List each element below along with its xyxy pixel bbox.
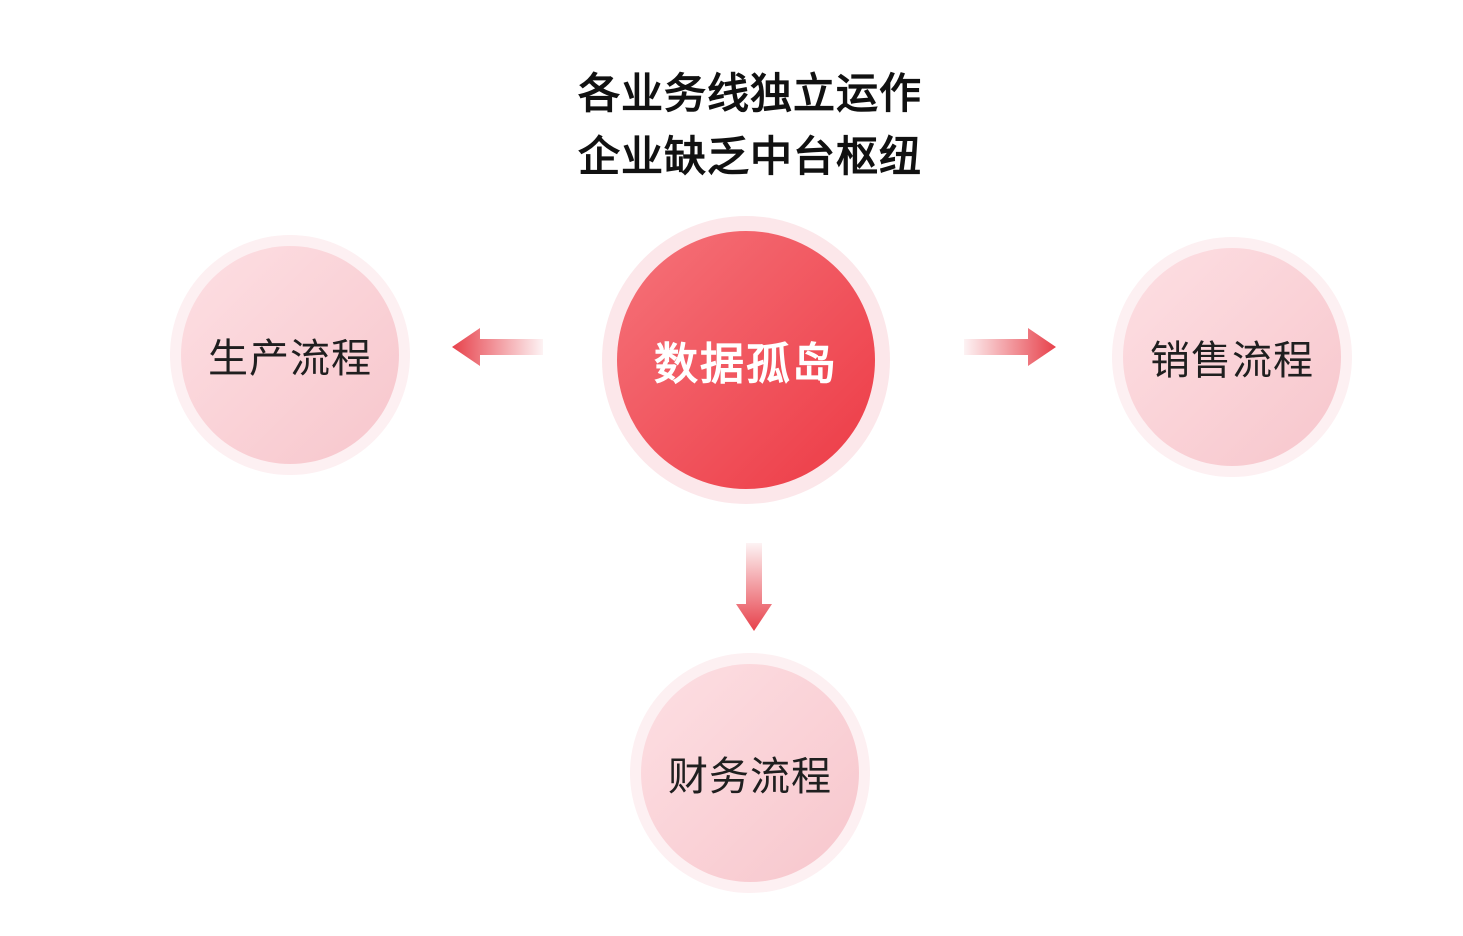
node-production-process-label: 生产流程 bbox=[208, 336, 372, 382]
title-line-1: 各业务线独立运作 bbox=[577, 69, 922, 118]
node-sales-process-label: 销售流程 bbox=[1150, 338, 1314, 384]
arrow-left-icon bbox=[452, 328, 543, 366]
node-finance-process-halo: 财务流程 bbox=[630, 653, 870, 893]
node-finance-process: 财务流程 bbox=[641, 664, 859, 882]
node-data-silo: 数据孤岛 bbox=[617, 231, 875, 489]
title-line-2: 企业缺乏中台枢纽 bbox=[577, 132, 922, 181]
node-finance-process-label: 财务流程 bbox=[668, 754, 832, 800]
arrow-right-icon bbox=[964, 328, 1056, 366]
node-sales-process-halo: 销售流程 bbox=[1112, 237, 1352, 477]
node-sales-process: 销售流程 bbox=[1123, 248, 1341, 466]
node-production-process-halo: 生产流程 bbox=[170, 235, 410, 475]
node-production-process: 生产流程 bbox=[181, 246, 399, 464]
node-data-silo-halo: 数据孤岛 bbox=[602, 216, 890, 504]
diagram-title: 各业务线独立运作 企业缺乏中台枢纽 bbox=[450, 62, 1050, 188]
arrow-down-icon bbox=[736, 543, 772, 631]
node-data-silo-label: 数据孤岛 bbox=[654, 339, 838, 390]
